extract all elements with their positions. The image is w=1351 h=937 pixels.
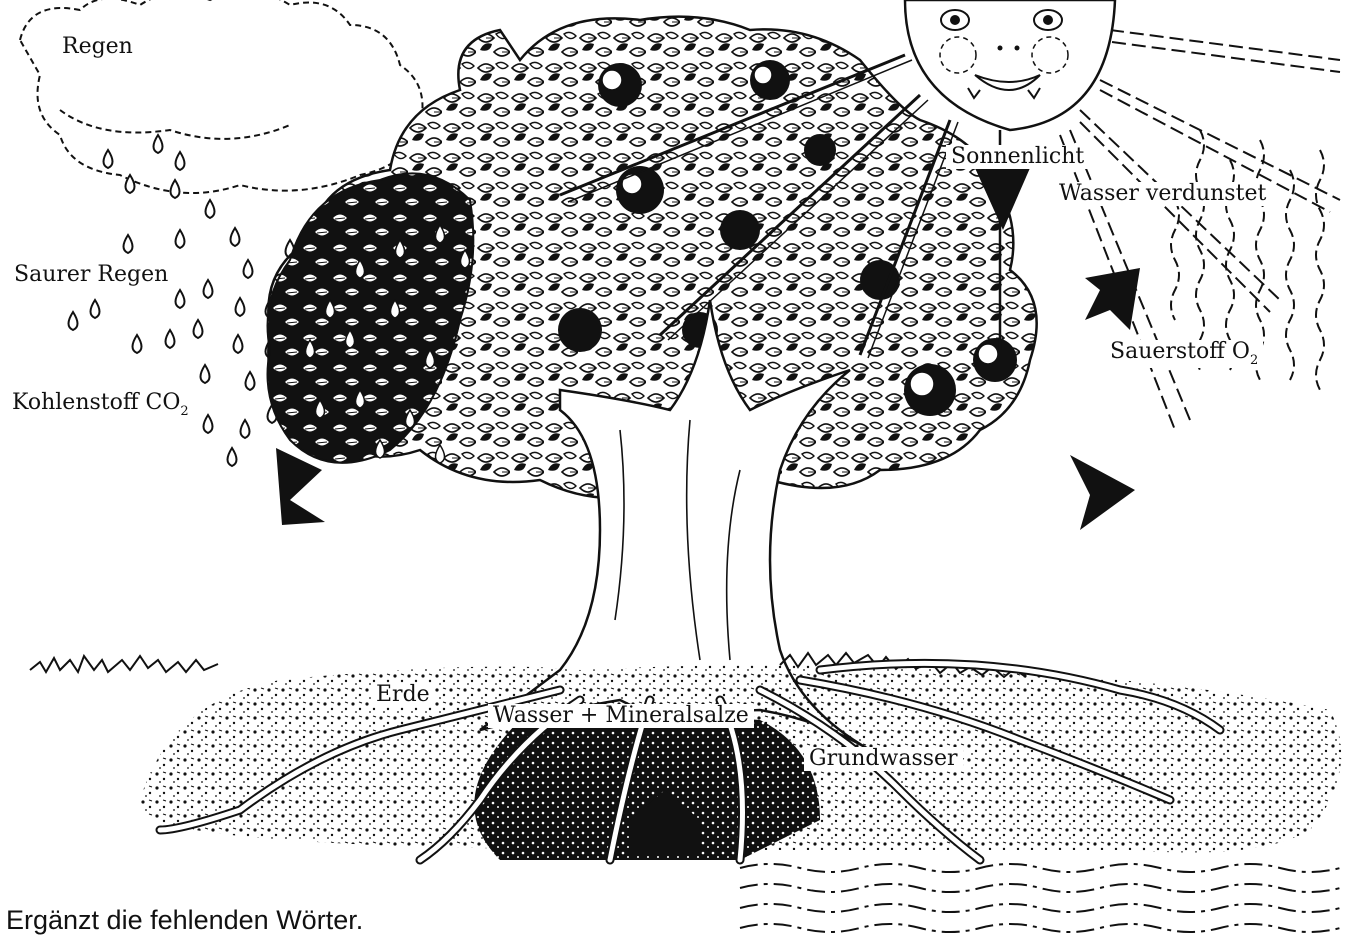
cloud-icon [20, 0, 423, 193]
label-erde: Erde [371, 683, 435, 707]
label-wasser-mineralsalze: Wasser + Mineralsalze [488, 704, 754, 728]
instruction-text: Ergänzt die fehlenden Wörter. [6, 905, 363, 936]
label-grundwasser: Grundwasser [804, 747, 963, 771]
label-sauerstoff: Sauerstoff O2 [1105, 340, 1263, 368]
sun-face-icon [905, 0, 1115, 130]
label-saurer-regen: Saurer Regen [14, 264, 168, 286]
label-kohlenstoff-text: Kohlenstoff CO [12, 390, 180, 415]
water-wave-icon [740, 864, 1340, 932]
label-kohlenstoff: Kohlenstoff CO2 [12, 392, 189, 418]
label-regen: Regen [62, 36, 133, 58]
label-wasser-verdunstet: Wasser verdunstet [1054, 182, 1271, 206]
label-kohlenstoff-sub: 2 [180, 404, 188, 419]
label-sauerstoff-text: Sauerstoff O [1110, 339, 1250, 364]
label-sonnenlicht: Sonnenlicht [946, 145, 1089, 169]
label-sauerstoff-sub: 2 [1250, 353, 1258, 368]
